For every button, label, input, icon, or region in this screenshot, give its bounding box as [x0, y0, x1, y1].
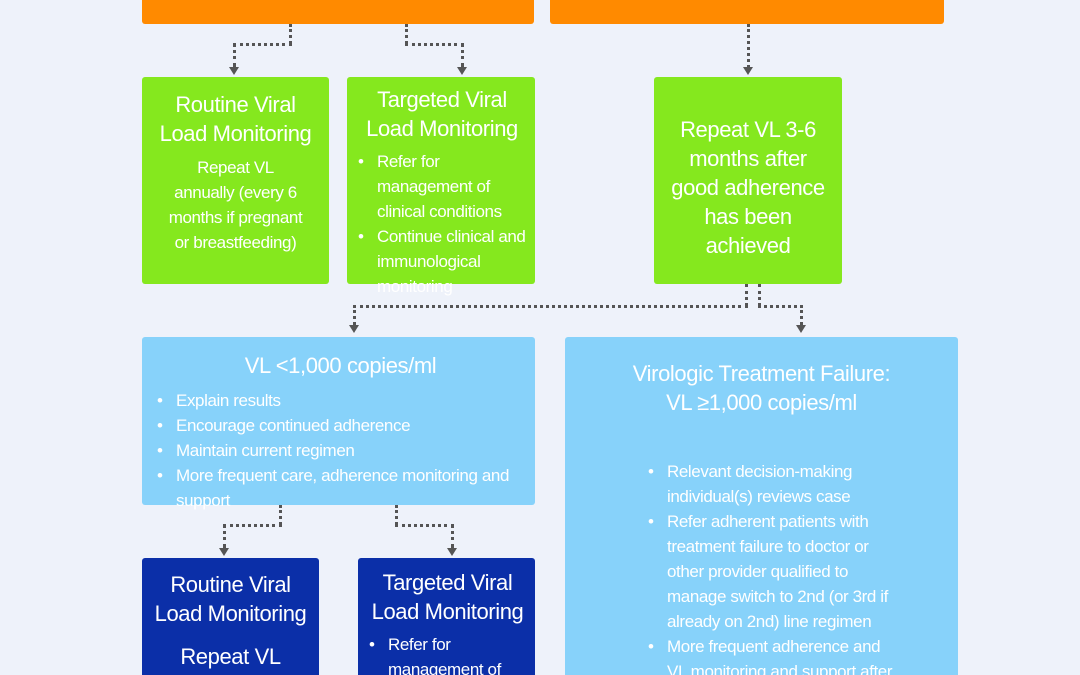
treatment-failure-box: Virologic Treatment Failure: VL ≥1,000 c…: [565, 337, 958, 675]
connector-line: [279, 505, 282, 525]
orange-box-left: [142, 0, 534, 24]
box-title: Routine Viral Load Monitoring: [159, 92, 312, 146]
connector-line: [758, 305, 803, 308]
box-bullet-list: Refer for management of clinical conditi…: [355, 149, 529, 299]
box-title: Virologic Treatment Failure:: [632, 361, 891, 386]
box-bullet-list: Relevant decision-making individual(s) r…: [645, 459, 898, 675]
arrowhead-icon: [229, 67, 239, 75]
box-title: Targeted Viral Load Monitoring: [366, 87, 518, 141]
bullet-item: More frequent care, adherence monitoring…: [154, 463, 527, 513]
box-body: Repeat VL 3-6 months after good adherenc…: [671, 117, 825, 258]
connector-line: [289, 24, 292, 44]
connector-line: [745, 284, 748, 306]
routine-vl-monitoring-box: Routine Viral Load Monitoring Repeat VL …: [142, 77, 329, 284]
box-bullet-list: Refer for management of: [366, 632, 529, 675]
box-title: Routine Viral Load Monitoring: [154, 572, 307, 626]
connector-line: [223, 524, 282, 527]
targeted-vl-monitoring-box: Targeted Viral Load Monitoring Refer for…: [347, 77, 535, 296]
bullet-item: Encourage continued adherence: [154, 413, 527, 438]
connector-line: [233, 43, 236, 67]
arrowhead-icon: [349, 325, 359, 333]
arrowhead-icon: [457, 67, 467, 75]
box-body: Repeat VL annually (every 6 months if pr…: [168, 158, 303, 252]
connector-line: [405, 24, 408, 44]
box-title: Targeted Viral Load Monitoring: [371, 570, 524, 624]
bullet-item: Refer adherent patients with treatment f…: [645, 509, 898, 634]
repeat-vl-box: Repeat VL 3-6 months after good adherenc…: [654, 77, 842, 284]
bullet-item: Refer for management of: [366, 632, 529, 675]
connector-line: [353, 305, 356, 325]
box-subtitle: VL ≥1,000 copies/ml: [666, 390, 857, 415]
box-body: Repeat VL: [180, 644, 281, 669]
connector-line: [461, 43, 464, 67]
orange-box-right: [550, 0, 944, 24]
connector-line: [353, 305, 748, 308]
connector-line: [451, 524, 454, 548]
arrowhead-icon: [447, 548, 457, 556]
connector-line: [395, 524, 454, 527]
vl-below-1000-box: VL <1,000 copies/ml Explain results Enco…: [142, 337, 535, 510]
box-bullet-list: Explain results Encourage continued adhe…: [154, 388, 527, 513]
bullet-item: Explain results: [154, 388, 527, 413]
connector-line: [223, 524, 226, 548]
bullet-item: Maintain current regimen: [154, 438, 527, 463]
arrowhead-icon: [219, 548, 229, 556]
arrowhead-icon: [796, 325, 806, 333]
box-title: VL <1,000 copies/ml: [244, 353, 437, 378]
bullet-item: Continue clinical and immunological moni…: [355, 224, 529, 299]
connector-line: [747, 24, 750, 68]
connector-line: [800, 305, 803, 325]
arrowhead-icon: [743, 67, 753, 75]
connector-line: [405, 43, 464, 46]
bullet-item: More frequent adherence and VL monitorin…: [645, 634, 898, 675]
connector-line: [758, 284, 761, 306]
targeted-vl-monitoring-box-2: Targeted Viral Load Monitoring Refer for…: [358, 558, 535, 675]
routine-vl-monitoring-box-2: Routine Viral Load Monitoring Repeat VL: [142, 558, 319, 675]
connector-line: [233, 43, 292, 46]
bullet-item: Refer for management of clinical conditi…: [355, 149, 529, 224]
bullet-item: Relevant decision-making individual(s) r…: [645, 459, 898, 509]
connector-line: [395, 505, 398, 525]
